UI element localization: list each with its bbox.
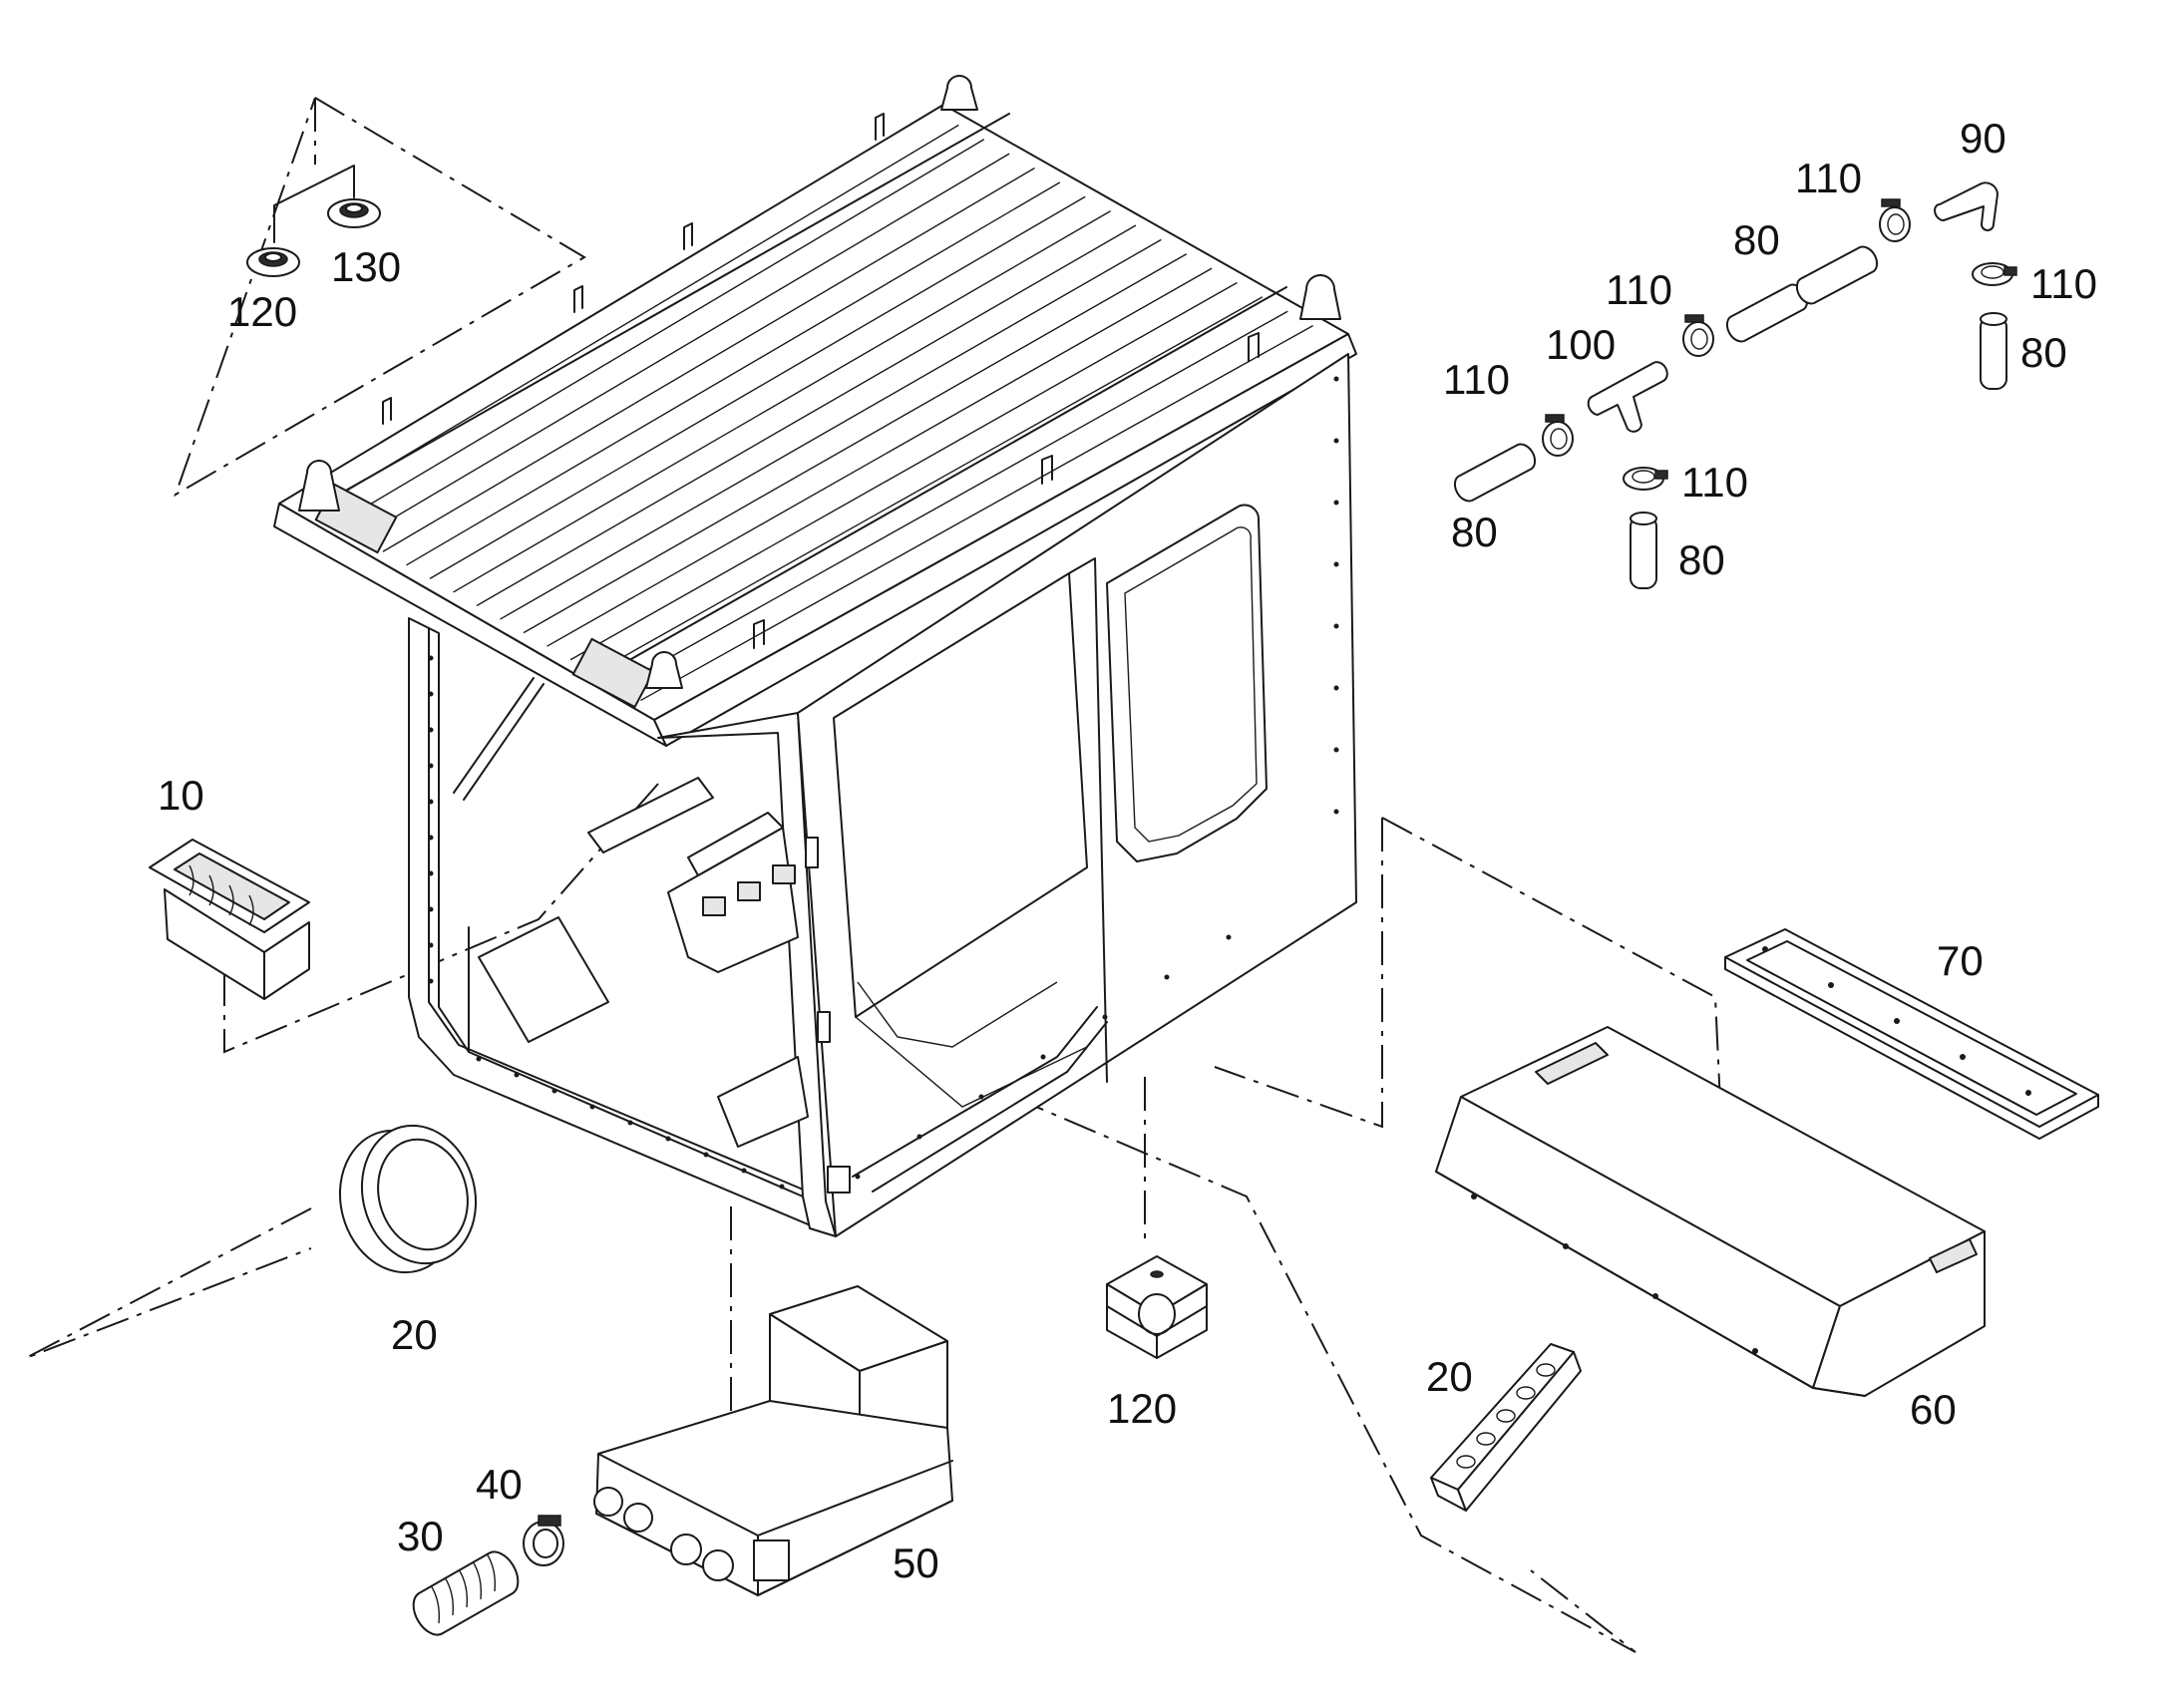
roof-cover-60: [1435, 1026, 1986, 1397]
roof-bar: [640, 325, 1313, 702]
rivet: [514, 1072, 520, 1078]
rivet: [428, 942, 434, 948]
rivet: [1333, 500, 1339, 506]
rivet: [703, 1152, 709, 1158]
rivet: [1333, 376, 1339, 382]
vent-bar-20: [1430, 1343, 1582, 1512]
rivet: [551, 1088, 557, 1094]
roof-bar: [616, 310, 1288, 688]
callout-10: 10: [158, 772, 204, 819]
rivet: [916, 1134, 922, 1140]
roof-bar: [382, 167, 1035, 552]
roof-bar: [335, 139, 985, 525]
callout-110-d: 110: [2030, 260, 2097, 307]
callout-40: 40: [476, 1461, 523, 1508]
rivet: [855, 1174, 861, 1180]
callout-110-c: 110: [1443, 356, 1510, 403]
rivet: [741, 1168, 747, 1174]
grommet-120-a: [246, 247, 300, 277]
callout-110-b: 110: [1606, 266, 1672, 313]
callout-80-a: 80: [1733, 216, 1780, 263]
callout-50: 50: [893, 1539, 939, 1586]
rivet: [1333, 561, 1339, 567]
callout-120-left: 120: [227, 288, 297, 335]
callout-70: 70: [1937, 937, 1984, 984]
roof-bar: [546, 267, 1213, 647]
callout-120-right: 130: [331, 243, 401, 290]
rivet: [779, 1184, 785, 1190]
rivet: [1040, 1054, 1046, 1060]
callout-130: 120: [1107, 1385, 1177, 1432]
callout-100: 100: [1546, 321, 1616, 368]
roof-bar: [593, 296, 1264, 674]
rivet: [428, 978, 434, 984]
rivet: [665, 1136, 671, 1142]
roof-bar: [500, 238, 1162, 620]
callout-60: 60: [1910, 1386, 1957, 1433]
heater-unit-50: [593, 1285, 953, 1596]
roof-bar: [523, 253, 1188, 634]
callout-80-c: 80: [1451, 509, 1498, 555]
roof-bar: [476, 224, 1137, 607]
callout-20-right: 20: [1426, 1353, 1473, 1400]
callout-labels: 120 130 10 20 20 30 40 50 60 70 80 80 80…: [158, 115, 2097, 1586]
grommet-120-b: [327, 198, 381, 228]
filter-frame-70: [1724, 928, 2099, 1140]
rivet: [1333, 809, 1339, 815]
callout-80-b: 80: [2020, 329, 2067, 376]
callout-30: 30: [397, 1513, 444, 1559]
hose-kit: [1453, 181, 2017, 589]
rivet: [1164, 974, 1170, 980]
hose-clamp-40: [523, 1515, 564, 1566]
roof-bar: [312, 124, 959, 512]
rivet: [428, 691, 434, 697]
rivet: [428, 763, 434, 769]
rivet: [1333, 438, 1339, 444]
rivet: [428, 727, 434, 733]
cab-frame: [273, 75, 1357, 1237]
vent-louvre-10: [149, 839, 310, 1000]
rivet: [1333, 623, 1339, 629]
round-vent-20: [338, 1124, 478, 1274]
rivet: [1102, 1014, 1108, 1020]
callout-80-d: 80: [1678, 536, 1725, 583]
rivet: [428, 835, 434, 841]
rivet: [1333, 685, 1339, 691]
rivet: [627, 1120, 633, 1126]
rivet: [589, 1104, 595, 1110]
rivet: [1226, 934, 1232, 940]
callout-110-a: 110: [1795, 155, 1862, 201]
rivet: [428, 655, 434, 661]
roof-bar: [569, 281, 1238, 661]
roof-bar: [429, 195, 1086, 579]
rivet: [428, 870, 434, 876]
roof-bar: [453, 210, 1111, 593]
roof-bar: [359, 153, 1010, 539]
corrugated-hose-30: [412, 1550, 520, 1636]
roof-bar: [406, 181, 1061, 566]
rivet: [428, 906, 434, 912]
callout-90: 90: [1960, 115, 2006, 162]
rivet: [476, 1056, 482, 1062]
rivet: [1333, 747, 1339, 753]
rivet: [428, 799, 434, 805]
callout-110-e: 110: [1681, 459, 1748, 506]
callout-20-left: 20: [391, 1311, 438, 1358]
clamp-block-130: [1106, 1255, 1208, 1359]
rivet: [978, 1094, 984, 1100]
